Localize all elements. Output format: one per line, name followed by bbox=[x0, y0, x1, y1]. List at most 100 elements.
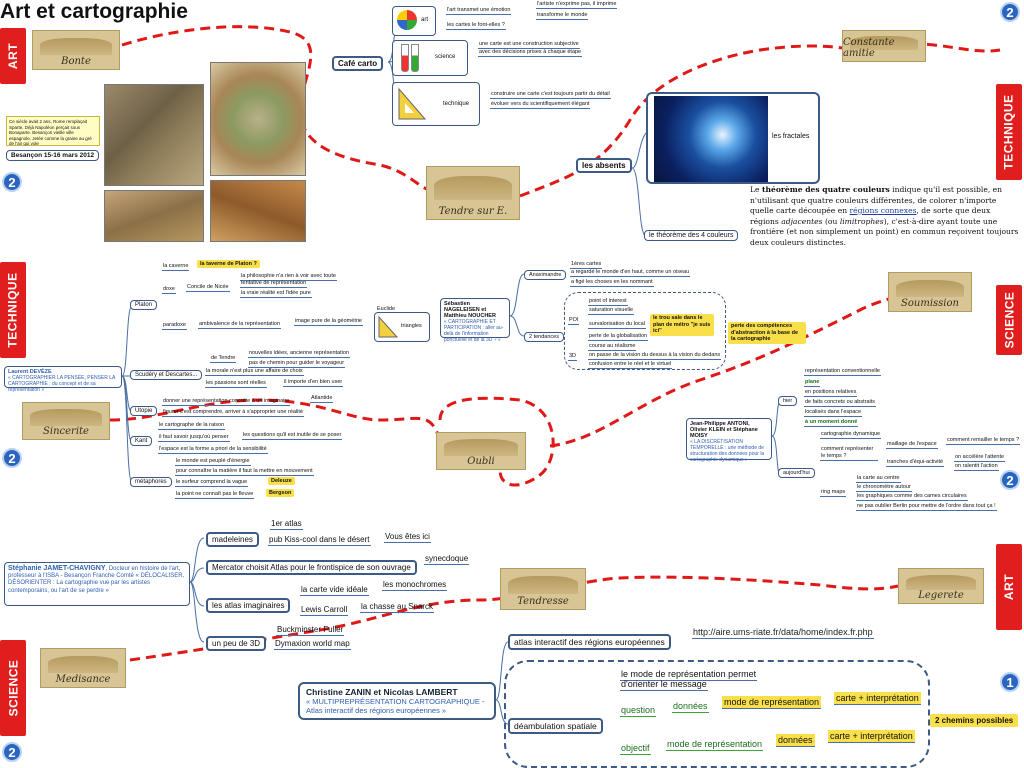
carte-interp-highlight: carte + interprétation bbox=[834, 692, 921, 705]
number-badge: 2 bbox=[1000, 470, 1020, 490]
number-badge: 1 bbox=[1000, 672, 1020, 692]
mode-repr-line: mode de représentation bbox=[666, 739, 764, 751]
platon-node[interactable]: Platon bbox=[130, 300, 158, 310]
pub-line: pub Kiss-cool dans le désert bbox=[268, 535, 371, 546]
monde-line: le monde est peuplé d'énergie bbox=[175, 458, 251, 466]
tendre-line: de Tendre bbox=[210, 355, 237, 363]
chemin-line: pas de chemin pour guider le voyageur bbox=[248, 360, 346, 368]
faits-line: de faits concrets ou abstraits bbox=[804, 399, 877, 407]
image-pure-line: image pure de la géométrie bbox=[294, 318, 363, 326]
palette-icon bbox=[397, 10, 417, 30]
atlas1-line: 1er atlas bbox=[270, 519, 303, 530]
besancon-node[interactable]: Besançon 15-16 mars 2012 bbox=[6, 150, 100, 161]
deveze-connectors bbox=[121, 305, 133, 483]
absents-node[interactable]: les absents bbox=[576, 158, 632, 173]
art-line: transforme le monde bbox=[536, 12, 589, 20]
number-badge: 2 bbox=[2, 448, 22, 468]
technique-line: évoluer vers du scientifiquement élégant bbox=[490, 101, 591, 109]
remailler-line: comment remailler le temps ? bbox=[946, 437, 1021, 445]
figurer-line: figurer c'est comprendre, arriver à s'ap… bbox=[162, 409, 304, 417]
taverne-highlight: la taverne de Platon ? bbox=[197, 260, 260, 268]
hier-node[interactable]: hier bbox=[778, 396, 798, 406]
art-icon-box[interactable]: art bbox=[392, 6, 436, 36]
lewis-line: Lewis Carroll bbox=[300, 605, 349, 616]
monochromes-line: les monochromes bbox=[382, 580, 448, 591]
saturation-line: saturation visuelle bbox=[588, 307, 635, 315]
map-vignette-soumission: Soumission bbox=[888, 272, 972, 312]
tab-science-left: SCIENCE bbox=[0, 640, 26, 736]
poi-line: point of interest bbox=[588, 298, 628, 306]
cafe-carto-node[interactable]: Café carto bbox=[332, 56, 384, 71]
deux-chemins-highlight: 2 chemins possibles bbox=[930, 714, 1019, 727]
science-line: avec des décisions prises à chaque étape bbox=[478, 49, 583, 57]
antoni-box[interactable]: Jean-Philippe ANTONI, Olivier KLEIN et S… bbox=[686, 418, 772, 463]
nageleisen-box[interactable]: Sébastien NAGELEISEN et Matthieu NOUCHER… bbox=[440, 298, 510, 343]
jamet-box[interactable]: Stéphanie JAMET-CHAVIGNY, Docteur en his… bbox=[4, 562, 190, 606]
tendances-node[interactable]: 2 tendances bbox=[524, 332, 564, 342]
test-tube-icon bbox=[411, 44, 419, 72]
madeleines-node[interactable]: madeleines bbox=[206, 532, 259, 547]
nageleisen-connectors bbox=[509, 273, 525, 337]
atlas-url-link[interactable]: http://aire.ums-riate.fr/data/home/index… bbox=[692, 627, 874, 639]
science-line: une carte est une construction subjectiv… bbox=[478, 41, 580, 49]
set-square-icon bbox=[398, 87, 427, 120]
mode-permet-line: d'orienter le message bbox=[620, 679, 708, 691]
anaximandre-node[interactable]: Anaximandre bbox=[524, 270, 567, 280]
kant-node[interactable]: Kant bbox=[130, 436, 153, 446]
premieres-line: 1ères cartes bbox=[570, 261, 603, 269]
science-icon-box[interactable]: science bbox=[392, 40, 468, 76]
philo-line: la philosophie n'a rien à voir avec tout… bbox=[240, 273, 337, 281]
tab-technique-right: TECHNIQUE bbox=[996, 84, 1022, 180]
map-vignette-constante-amitie: Constante amitie bbox=[842, 30, 926, 62]
concile-line: Concile de Nicée bbox=[186, 284, 230, 292]
3d-node[interactable]: un peu de 3D bbox=[206, 636, 267, 651]
comment-repr-line: comment représenter le temps ? bbox=[820, 446, 878, 461]
plane-line: plane bbox=[804, 379, 821, 387]
number-badge: 2 bbox=[2, 742, 22, 762]
aujourdhui-node[interactable]: aujourd'hui bbox=[778, 468, 815, 478]
graphiques-line: les graphiques comme des cames circulair… bbox=[856, 493, 968, 501]
deveze-box[interactable]: Laurent DEVÈZE« CARTOGRAPHIER LA PENSÉE,… bbox=[4, 366, 122, 393]
imaginaires-node[interactable]: les atlas imaginaires bbox=[206, 598, 291, 613]
point-line: la point ne connaît pas le fleuve bbox=[175, 491, 255, 499]
question-line: question bbox=[620, 705, 657, 717]
map-vignette-sincerite: Sincerite bbox=[22, 402, 110, 440]
tab-art-top: ART bbox=[0, 28, 26, 84]
confusion-line: confusion entre le réel et le virtuel bbox=[588, 361, 673, 369]
tranches-line: tranches d'équi-activité bbox=[886, 459, 945, 467]
atlas-interactif-node[interactable]: atlas interactif des régions européennes bbox=[508, 634, 671, 650]
poem-note: Ce siècle avait 2 ans, Rome remplaçait S… bbox=[6, 116, 100, 146]
berlin-line: ne pas oublier Berlin pour mettre de l'o… bbox=[856, 503, 997, 511]
doxe-line: doxe bbox=[162, 286, 176, 294]
map-vignette-tendre: Tendre sur E. bbox=[426, 166, 520, 220]
importe-line: il importe d'en bien user bbox=[283, 379, 344, 387]
vraie-line: la vraie réalité est l'idée pure bbox=[240, 290, 312, 298]
metaphores-node[interactable]: métaphores bbox=[130, 477, 172, 487]
donner-line: donner une représentation concrète à un … bbox=[162, 398, 291, 406]
triangles-box[interactable]: triangles bbox=[374, 312, 430, 342]
scudery-node[interactable]: Scudéry et Descartes... bbox=[130, 370, 203, 380]
carte-interp-highlight: carte + interprétation bbox=[828, 730, 915, 743]
theoreme-node[interactable]: le théorème des 4 couleurs bbox=[644, 230, 739, 241]
poi-line: POI bbox=[568, 317, 580, 325]
mercator-node[interactable]: Mercator choisit Atlas pour le frontispi… bbox=[206, 560, 417, 575]
utopie-node[interactable]: Utopie bbox=[130, 406, 158, 416]
paradoxe-line: paradoxe bbox=[162, 322, 187, 330]
tab-science-right: SCIENCE bbox=[996, 285, 1022, 355]
technique-icon-box[interactable]: technique bbox=[392, 82, 480, 126]
localises-line: localisés dans l'espace bbox=[804, 409, 863, 417]
donnees-highlight: données bbox=[776, 734, 815, 747]
mode-repr-highlight: mode de représentation bbox=[722, 696, 822, 709]
tab-technique-left: TECHNIQUE bbox=[0, 262, 26, 358]
chrono-line: le chronomètre autour bbox=[856, 484, 912, 492]
mode-permet-line: le mode de représentation permet bbox=[620, 669, 758, 681]
zanin-box[interactable]: Christine ZANIN et Nicolas LAMBERT« MULT… bbox=[298, 682, 496, 720]
surfeur-line: le surfeur comprend la vague bbox=[175, 479, 249, 487]
morale-line: la morale n'est plus une affaire de choi… bbox=[205, 368, 304, 376]
map-vignette-medisance: Medisance bbox=[40, 648, 126, 688]
synecdoque-line: synecdoque bbox=[424, 554, 470, 565]
maillage-line: maillage de l'espace bbox=[886, 441, 938, 449]
deambulation-node[interactable]: déambulation spatiale bbox=[508, 718, 603, 734]
nouvelles-line: nouvelles idées, ancienne représentation bbox=[248, 350, 350, 358]
technique-line: construire une carte c'est toujours part… bbox=[490, 91, 611, 99]
